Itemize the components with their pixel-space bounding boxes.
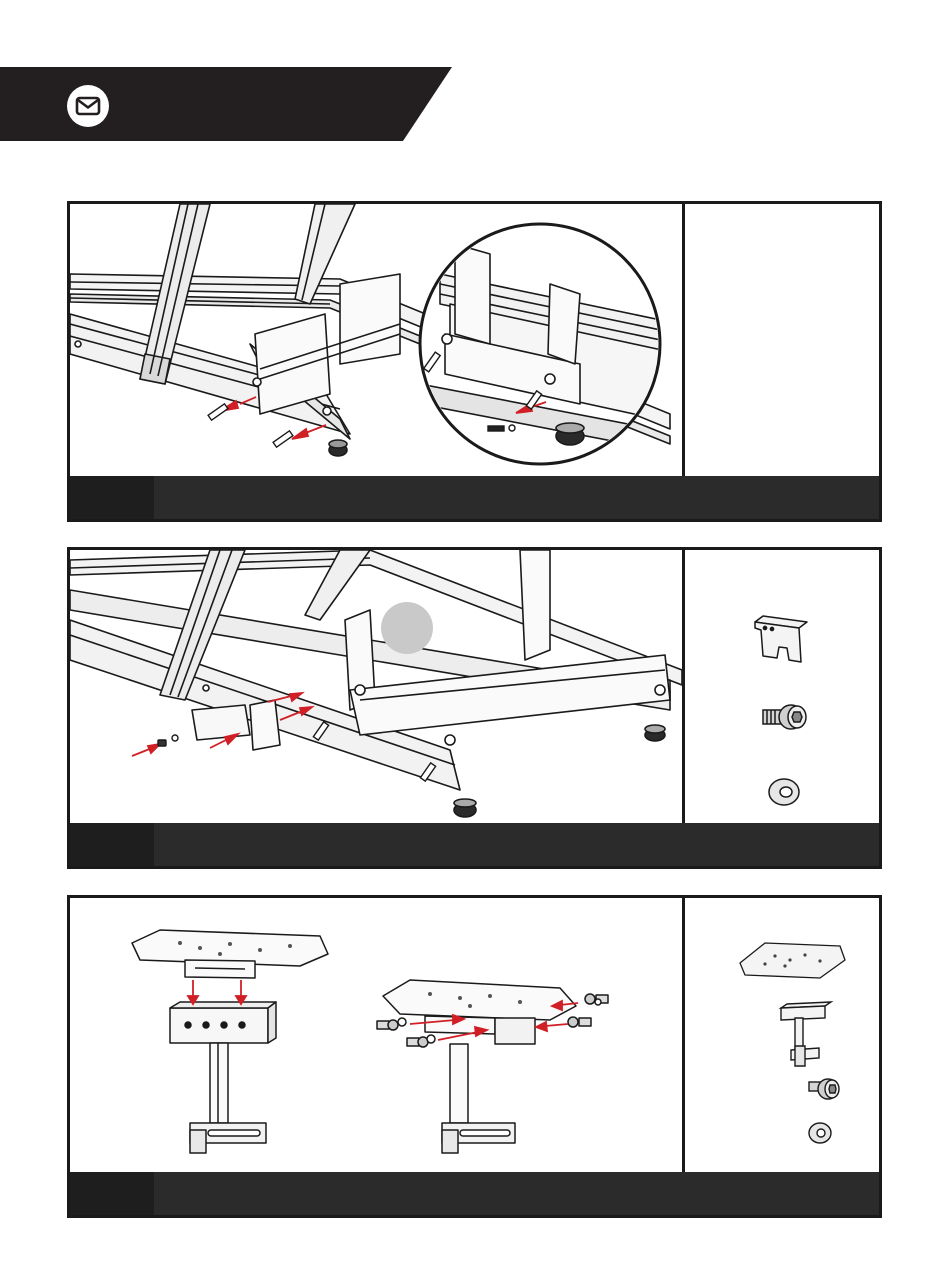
step-1-number-box	[70, 476, 154, 519]
step-2-illustration	[70, 550, 682, 824]
step-2-parts-area	[685, 550, 879, 824]
washer-part-icon	[769, 779, 799, 805]
step-1-parts-area	[685, 204, 879, 479]
step-3-illustration	[70, 898, 682, 1173]
cap-screw-part-icon-2	[809, 1079, 839, 1099]
cap-screw-part-icon	[763, 705, 806, 729]
step-3-parts-area	[685, 898, 879, 1173]
step-3-number-box	[70, 1172, 154, 1215]
step-1-illustration	[70, 204, 682, 479]
step-2-number-box	[70, 823, 154, 866]
step-panel-3	[67, 895, 882, 1218]
plate-right	[383, 980, 576, 1020]
plate-part-icon	[740, 943, 845, 978]
step-2-footer	[70, 823, 879, 866]
bracket-part-icon	[755, 616, 807, 662]
step-3-footer	[70, 1172, 879, 1215]
step-1-footer	[70, 476, 879, 519]
mail-icon	[66, 84, 110, 128]
washer-part-icon-2	[809, 1123, 831, 1143]
step-panel-1	[67, 201, 882, 522]
mount-part-icon	[781, 1002, 831, 1066]
step-panel-2	[67, 547, 882, 869]
